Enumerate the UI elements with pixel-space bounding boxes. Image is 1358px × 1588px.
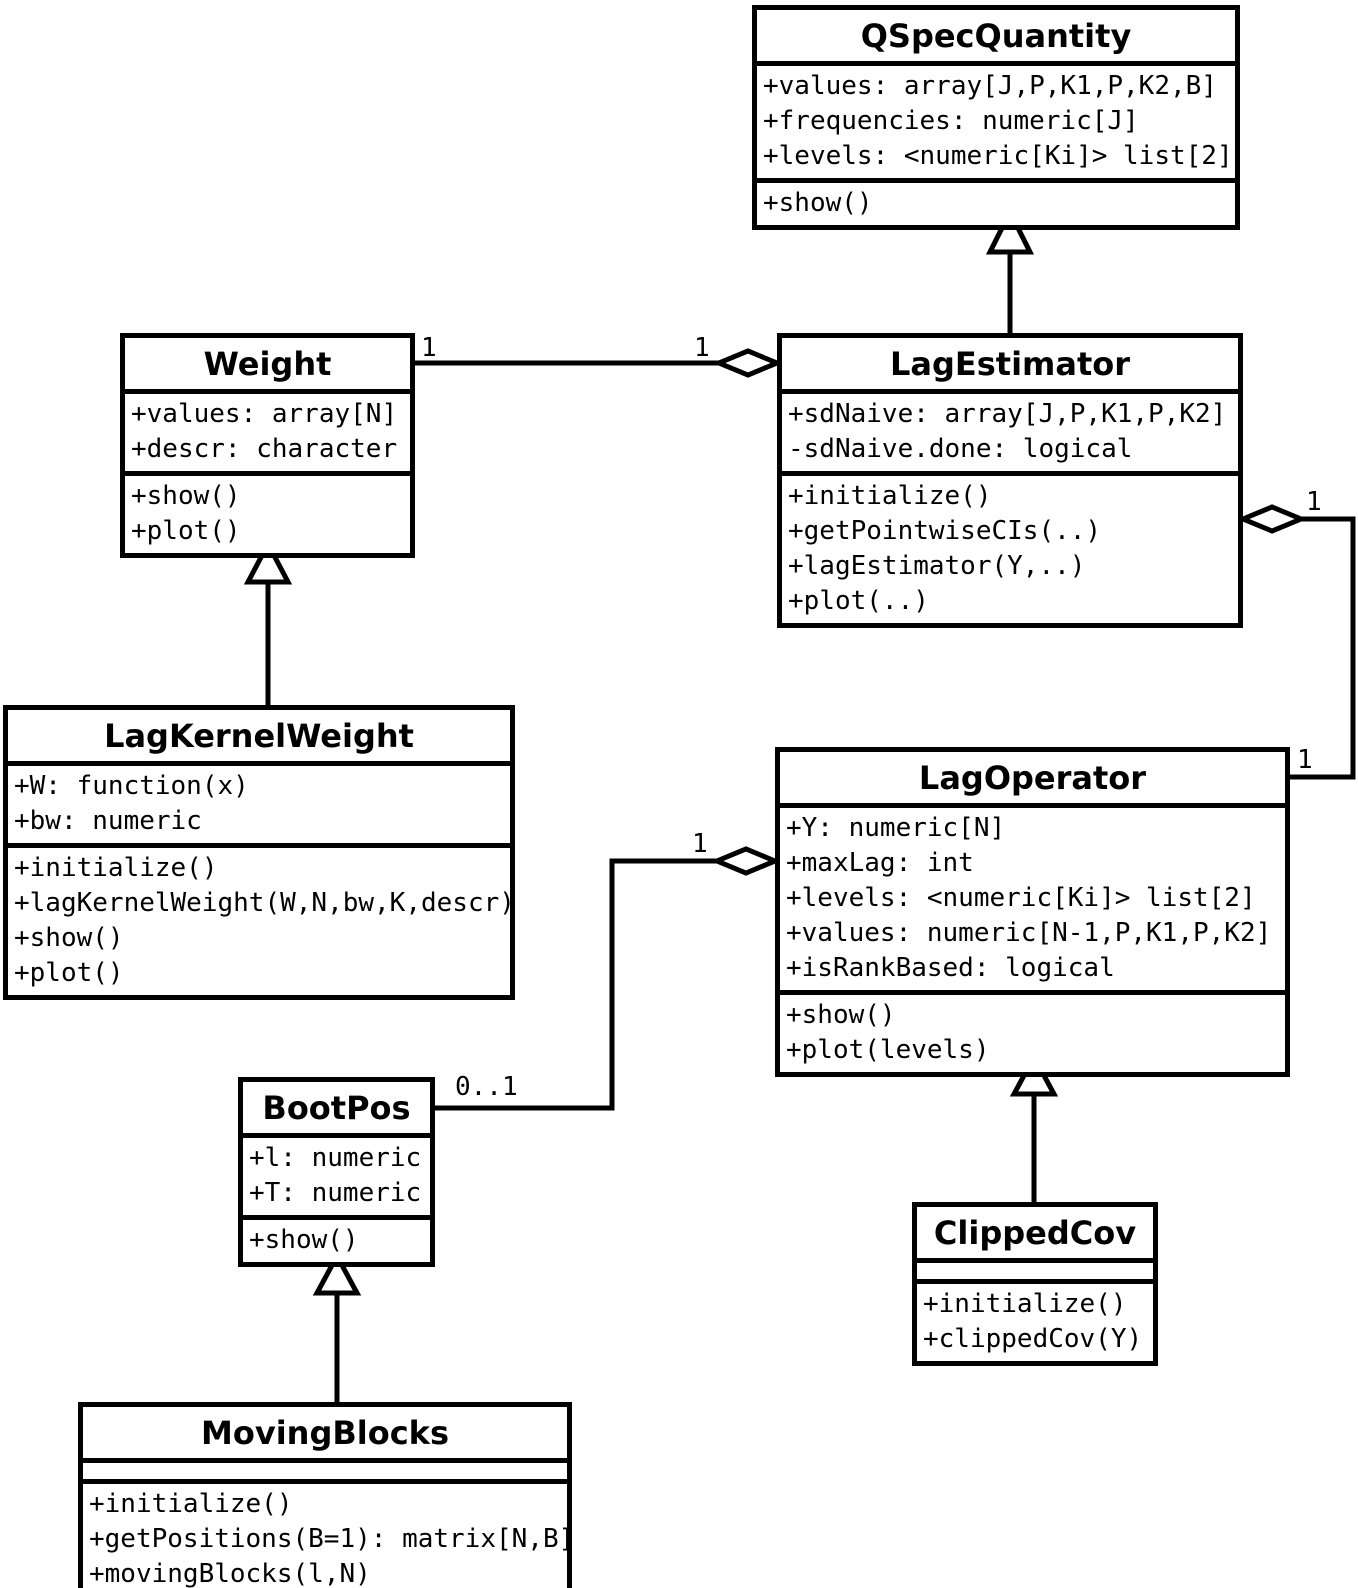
multiplicity-bootpos-end: 0..1: [455, 1072, 518, 1102]
member-row: +clippedCov(Y): [923, 1324, 1143, 1354]
class-attributes: [83, 1458, 567, 1479]
member-row: +values: numeric[N-1,P,K1,P,K2]: [786, 918, 1272, 948]
multiplicity-operator-end-of-bootpos-assoc: 1: [692, 829, 708, 859]
member-row: +descr: character: [131, 434, 398, 464]
member-row: +bw: numeric: [14, 806, 202, 836]
member-row: +T: numeric: [249, 1178, 422, 1208]
member-row: +initialize(): [89, 1489, 293, 1519]
member-row: +levels: <numeric[Ki]> list[2]: [763, 141, 1233, 171]
class-attributes: +sdNaive: array[J,P,K1,P,K2] -sdNaive.don…: [782, 389, 1238, 471]
class-qspecquantity: QSpecQuantity +values: array[J,P,K1,P,K2…: [752, 5, 1240, 230]
class-methods: +initialize() +getPointwiseCIs(..) +lagEst…: [782, 471, 1238, 623]
member-row: +lagEstimator(Y,..): [788, 551, 1086, 581]
member-row: +getPointwiseCIs(..): [788, 516, 1102, 546]
member-row: +W: function(x): [14, 771, 249, 801]
class-attributes: +W: function(x) +bw: numeric: [8, 761, 510, 843]
member-row: +l: numeric: [249, 1143, 422, 1173]
class-title: MovingBlocks: [201, 1414, 449, 1452]
class-title: QSpecQuantity: [860, 17, 1132, 55]
multiplicity-estimator-end-of-operator-assoc: 1: [1306, 487, 1322, 517]
member-row: +sdNaive: array[J,P,K1,P,K2]: [788, 399, 1227, 429]
class-methods: +show() +plot(levels): [780, 990, 1285, 1072]
aggregation-weight-lagestimator: [415, 348, 784, 378]
multiplicity-estimator-end-of-weight-assoc: 1: [694, 333, 710, 363]
multiplicity-weight-end: 1: [421, 333, 437, 363]
multiplicity-operator-end-of-estimator-assoc: 1: [1297, 745, 1313, 775]
member-row: +movingBlocks(l,N): [89, 1559, 371, 1588]
class-movingblocks: MovingBlocks +initialize() +getPositions(…: [78, 1402, 575, 1588]
class-attributes: +values: array[J,P,K1,P,K2,B] +frequencie…: [757, 61, 1235, 178]
class-methods: +initialize() +clippedCov(Y): [917, 1279, 1153, 1361]
class-methods: +show(): [243, 1215, 430, 1262]
class-title: BootPos: [262, 1089, 411, 1127]
member-row: +values: array[N]: [131, 399, 398, 429]
member-row: +lagKernelWeight(W,N,bw,K,descr): [14, 888, 515, 918]
class-bootpos: BootPos +l: numeric +T: numeric +show(): [238, 1077, 435, 1267]
member-row: +show(): [786, 1000, 896, 1030]
member-row: +levels: <numeric[Ki]> list[2]: [786, 883, 1256, 913]
hollow-diamond-icon: [710, 846, 782, 876]
class-weight: Weight +values: array[N] +descr: characte…: [120, 333, 415, 558]
class-lagkernelweight: LagKernelWeight +W: function(x) +bw: nume…: [3, 705, 515, 1000]
class-attributes: +l: numeric +T: numeric: [243, 1133, 430, 1215]
member-row: +show(): [14, 923, 124, 953]
class-methods: +show(): [757, 178, 1235, 225]
hollow-diamond-icon: [1236, 504, 1308, 534]
class-methods: +initialize() +lagKernelWeight(W,N,bw,K,d…: [8, 843, 515, 995]
class-attributes: +Y: numeric[N] +maxLag: int +levels: <nume…: [780, 803, 1285, 990]
class-clippedcov: ClippedCov +initialize() +clippedCov(Y): [912, 1202, 1158, 1366]
member-row: +show(): [763, 188, 873, 218]
generalization-clippedcov-lagoperator: [1009, 1051, 1059, 1202]
member-row: +plot(..): [788, 586, 929, 616]
class-attributes: +values: array[N] +descr: character: [125, 389, 410, 471]
member-row: +isRankBased: logical: [786, 953, 1115, 983]
class-title: LagEstimator: [889, 345, 1131, 383]
class-methods: +show() +plot(): [125, 471, 410, 553]
class-lagestimator: LagEstimator +sdNaive: array[J,P,K1,P,K2…: [777, 333, 1243, 628]
class-title: ClippedCov: [933, 1214, 1137, 1252]
member-row: +maxLag: int: [786, 848, 974, 878]
member-row: +initialize(): [14, 853, 218, 883]
generalization-movingblocks-bootpos: [312, 1250, 362, 1402]
class-title: LagOperator: [918, 759, 1147, 797]
member-row: +frequencies: numeric[J]: [763, 106, 1139, 136]
member-row: +show(): [131, 481, 241, 511]
class-methods: +initialize() +getPositions(B=1): matrix[…: [83, 1479, 575, 1588]
generalization-lagestimator-qspecquantity: [985, 206, 1035, 333]
aggregation-lagoperator-lagestimator: [1236, 504, 1356, 780]
member-row: +values: array[J,P,K1,P,K2,B]: [763, 71, 1217, 101]
member-row: +getPositions(B=1): matrix[N,B]: [89, 1524, 575, 1554]
member-row: +initialize(): [923, 1289, 1127, 1319]
class-title: Weight: [203, 345, 332, 383]
class-attributes: [917, 1258, 1153, 1279]
member-row: +plot(): [131, 516, 241, 546]
member-row: +plot(levels): [786, 1035, 990, 1065]
member-row: +show(): [249, 1225, 359, 1255]
member-row: +initialize(): [788, 481, 992, 511]
member-row: +Y: numeric[N]: [786, 813, 1006, 843]
generalization-lagkernelweight-weight: [243, 538, 293, 705]
class-lagoperator: LagOperator +Y: numeric[N] +maxLag: int +l…: [775, 747, 1290, 1077]
member-row: -sdNaive.done: logical: [788, 434, 1133, 464]
member-row: +plot(): [14, 958, 124, 988]
hollow-diamond-icon: [712, 348, 784, 378]
class-title: LagKernelWeight: [104, 717, 414, 755]
